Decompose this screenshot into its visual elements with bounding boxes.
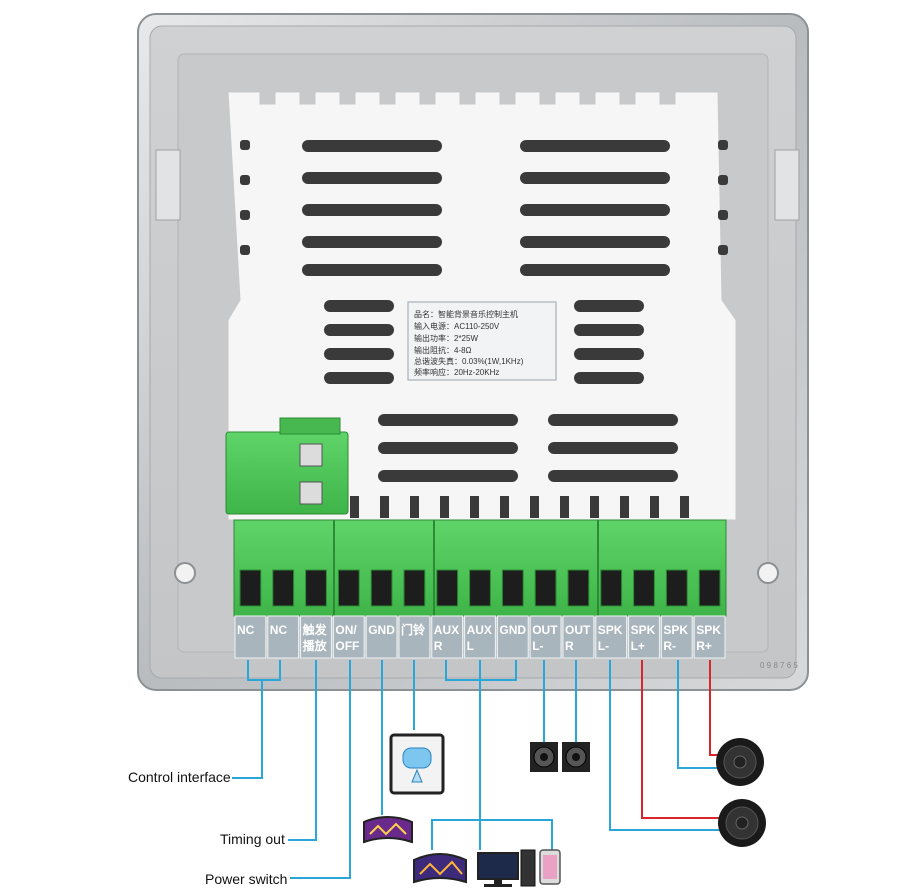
- terminal-label-top-13: SPK: [631, 623, 656, 637]
- power-screw-1: [299, 443, 323, 467]
- pin-hole-2: [272, 569, 295, 607]
- spec-line-5: 总谐波失真：0.03%(1W,1KHz): [414, 356, 524, 366]
- wire-spk-l-minus: [609, 660, 720, 831]
- power-screw-2: [299, 481, 323, 505]
- pin-hole-10: [534, 569, 557, 607]
- corner-mark: 0 9 8 7 6 5: [760, 661, 798, 670]
- terminal-label-bg-10: [529, 615, 562, 659]
- terminal-label-top-7: AUX: [434, 623, 459, 637]
- terminal-label-bg-4: [332, 615, 365, 659]
- terminal-label-bottom-10: L-: [532, 639, 543, 653]
- terminal-label-top-11: OUT: [565, 623, 591, 637]
- screw-hole-left: [174, 562, 196, 584]
- terminal-label-bottom-4: OFF: [335, 639, 359, 653]
- terminal-label-bg-15: [693, 615, 726, 659]
- terminal-label-top-3: 触发: [303, 622, 328, 637]
- terminal-label-bg-2: [267, 615, 300, 659]
- speaker-pair-icon: [530, 742, 590, 772]
- tv-icon: [363, 816, 413, 844]
- tv-icon-aux: [413, 853, 467, 884]
- terminal-label-bg-11: [562, 615, 595, 659]
- terminal-label-bg-8: [464, 615, 496, 659]
- control-interface-label: Control interface: [128, 769, 231, 785]
- terminal-label-bg-6: [398, 615, 431, 659]
- computer-icon: [477, 849, 536, 887]
- spec-line-1: 品名：智能背景音乐控制主机: [414, 309, 518, 319]
- pin-hole-12: [600, 569, 623, 607]
- pin-hole-5: [370, 569, 393, 607]
- power-terminal-latch: [279, 417, 341, 435]
- terminal-label-top-6: 门铃: [401, 622, 426, 637]
- power-switch-label: Power switch: [205, 871, 287, 887]
- pin-hole-14: [665, 569, 688, 607]
- terminal-label-bg-14: [660, 615, 693, 659]
- wire-spk-l-plus: [641, 660, 720, 819]
- cover-teeth: [350, 496, 689, 518]
- phone-icon: [539, 849, 561, 885]
- terminal-label-top-10: OUT: [532, 623, 558, 637]
- pin-hole-13: [633, 569, 655, 607]
- wires: [232, 660, 722, 879]
- pin-hole-9: [501, 569, 524, 607]
- pin-holes: [239, 569, 721, 607]
- left-clip: [155, 149, 181, 221]
- terminal-label-bg-9: [496, 615, 529, 659]
- vent-slots: [240, 140, 728, 482]
- terminal-label-bottom-7: R: [434, 639, 443, 653]
- spec-line-3: 输出功率：2*25W: [414, 333, 478, 343]
- wire-aux: [431, 660, 553, 850]
- terminal-label-top-12: SPK: [598, 623, 623, 637]
- spec-line-6: 频率响应：20Hz-20KHz: [414, 367, 499, 377]
- pin-hole-8: [469, 569, 491, 607]
- terminal-label-bg-13: [628, 615, 660, 659]
- terminal-label-bg-7: [431, 615, 464, 659]
- terminal-label-bg-3: [300, 615, 332, 659]
- terminal-label-top-4: ON/: [335, 623, 357, 637]
- wire-power-switch: [290, 660, 351, 879]
- terminal-label-top-1: NC: [237, 623, 255, 637]
- spec-line-4: 输出阻抗：4-8Ω: [414, 345, 472, 355]
- terminal-label-bottom-3: 播放: [303, 638, 328, 653]
- wire-control-interface: [232, 660, 281, 779]
- terminal-label-top-9: GND: [499, 623, 526, 637]
- terminal-label-bottom-15: R+: [696, 639, 712, 653]
- terminal-label-top-14: SPK: [663, 623, 688, 637]
- pin-hole-6: [403, 569, 426, 607]
- pin-hole-1: [239, 569, 262, 607]
- terminal-label-top-8: AUX: [467, 623, 492, 637]
- terminal-label-bottom-8: L: [467, 639, 474, 653]
- doorbell-icon: [389, 733, 445, 795]
- terminal-label-bottom-14: R-: [663, 639, 676, 653]
- wire-timing-out: [288, 660, 317, 841]
- terminal-label-top-5: GND: [368, 623, 395, 637]
- ceiling-speaker-icon: [716, 738, 764, 786]
- timing-out-label: Timing out: [220, 831, 285, 847]
- pin-hole-15: [698, 569, 721, 607]
- spec-line-2: 输入电源：AC110-250V: [414, 321, 500, 331]
- terminal-label-bg-1: [234, 615, 267, 659]
- terminal-label-top-2: NC: [270, 623, 288, 637]
- pin-hole-3: [305, 569, 327, 607]
- terminal-label-bg-12: [595, 615, 628, 659]
- terminal-label-bg-5: [365, 615, 398, 659]
- terminal-label-top-15: SPK: [696, 623, 721, 637]
- ceiling-speaker-icon-2: [718, 799, 766, 847]
- power-terminal-block: [225, 431, 349, 515]
- terminal-label-bottom-12: L-: [598, 639, 609, 653]
- spec-label: [407, 301, 557, 381]
- pin-hole-7: [436, 569, 459, 607]
- pin-hole-11: [567, 569, 590, 607]
- screw-hole-right: [757, 562, 779, 584]
- right-clip: [774, 149, 800, 221]
- terminal-label-bottom-13: L+: [631, 639, 645, 653]
- wire-spk-r-minus: [677, 660, 722, 769]
- terminal-label-bottom-11: R: [565, 639, 574, 653]
- pin-hole-4: [337, 569, 360, 607]
